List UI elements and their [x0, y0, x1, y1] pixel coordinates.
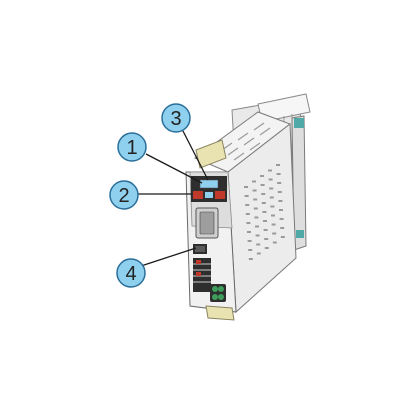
mounting-bracket-bottom [205, 305, 235, 321]
vent-slot [264, 247, 269, 249]
callout-1: 1 [117, 132, 147, 162]
leader-line-4 [140, 247, 197, 267]
callout-4: 4 [116, 258, 146, 288]
status-indicator-left [193, 191, 203, 199]
vent-slot [279, 218, 284, 220]
leader-line-3 [182, 130, 209, 181]
vent-slot [256, 243, 261, 246]
leader-line-1 [145, 153, 203, 184]
vent-slot [261, 202, 266, 204]
vent-slot [246, 222, 251, 224]
vent-slot [272, 241, 277, 244]
vent-slot [277, 182, 282, 184]
vent-slot [247, 240, 252, 242]
vent-slot [271, 223, 276, 226]
vent-slot [270, 205, 275, 208]
vent-slot [268, 169, 272, 172]
teal-tab-top [294, 118, 304, 128]
vent-slot [262, 211, 267, 213]
vent-slot [256, 252, 261, 255]
vent-slot [280, 227, 285, 229]
vent-slot [245, 213, 250, 215]
vent-slot [247, 231, 251, 233]
terminal-block [193, 258, 211, 292]
callout-3: 3 [161, 103, 191, 133]
push-button [205, 192, 213, 198]
vent-slot [255, 225, 259, 228]
vent-slot [278, 200, 283, 202]
side-vent-grid [244, 164, 285, 260]
vent-slot [260, 184, 265, 186]
vent-slot [269, 187, 274, 190]
vent-slot [248, 249, 253, 251]
vent-slot [253, 198, 258, 201]
vent-slot [244, 195, 249, 197]
vent-slot [263, 229, 268, 231]
vent-slot [280, 236, 285, 238]
vent-slot [255, 234, 260, 237]
vent-slot [252, 180, 256, 183]
top-vent-slots [221, 122, 271, 161]
vent-slot [252, 189, 257, 192]
leader-lines [138, 130, 209, 267]
callout-4-number: 4 [125, 263, 136, 285]
front-panel [185, 171, 237, 321]
status-indicator-right [215, 191, 225, 199]
callout-1-number: 1 [126, 137, 137, 159]
vent-slot [272, 232, 277, 235]
vent-slot [244, 186, 248, 188]
vent-slot [276, 173, 281, 175]
vent-slot [271, 214, 275, 217]
teal-tab-bottom [296, 230, 304, 238]
callout-3-number: 3 [170, 108, 181, 130]
vent-slot [263, 220, 267, 222]
vent-slot [254, 216, 259, 219]
vent-slot [264, 238, 269, 240]
vent-slot [269, 196, 274, 199]
vent-slot [276, 164, 280, 166]
vent-slot [277, 191, 282, 193]
vent-slot [245, 204, 250, 206]
vent-slot [279, 209, 283, 211]
seven-segment-display [199, 179, 219, 189]
vent-slot [248, 258, 253, 260]
callout-2: 2 [109, 180, 139, 210]
vent-slot [268, 178, 273, 181]
vent-slot [261, 193, 266, 195]
motor-connector [210, 284, 226, 302]
callout-2-number: 2 [118, 185, 129, 207]
vent-slot [253, 207, 258, 210]
vent-slot [260, 175, 264, 177]
